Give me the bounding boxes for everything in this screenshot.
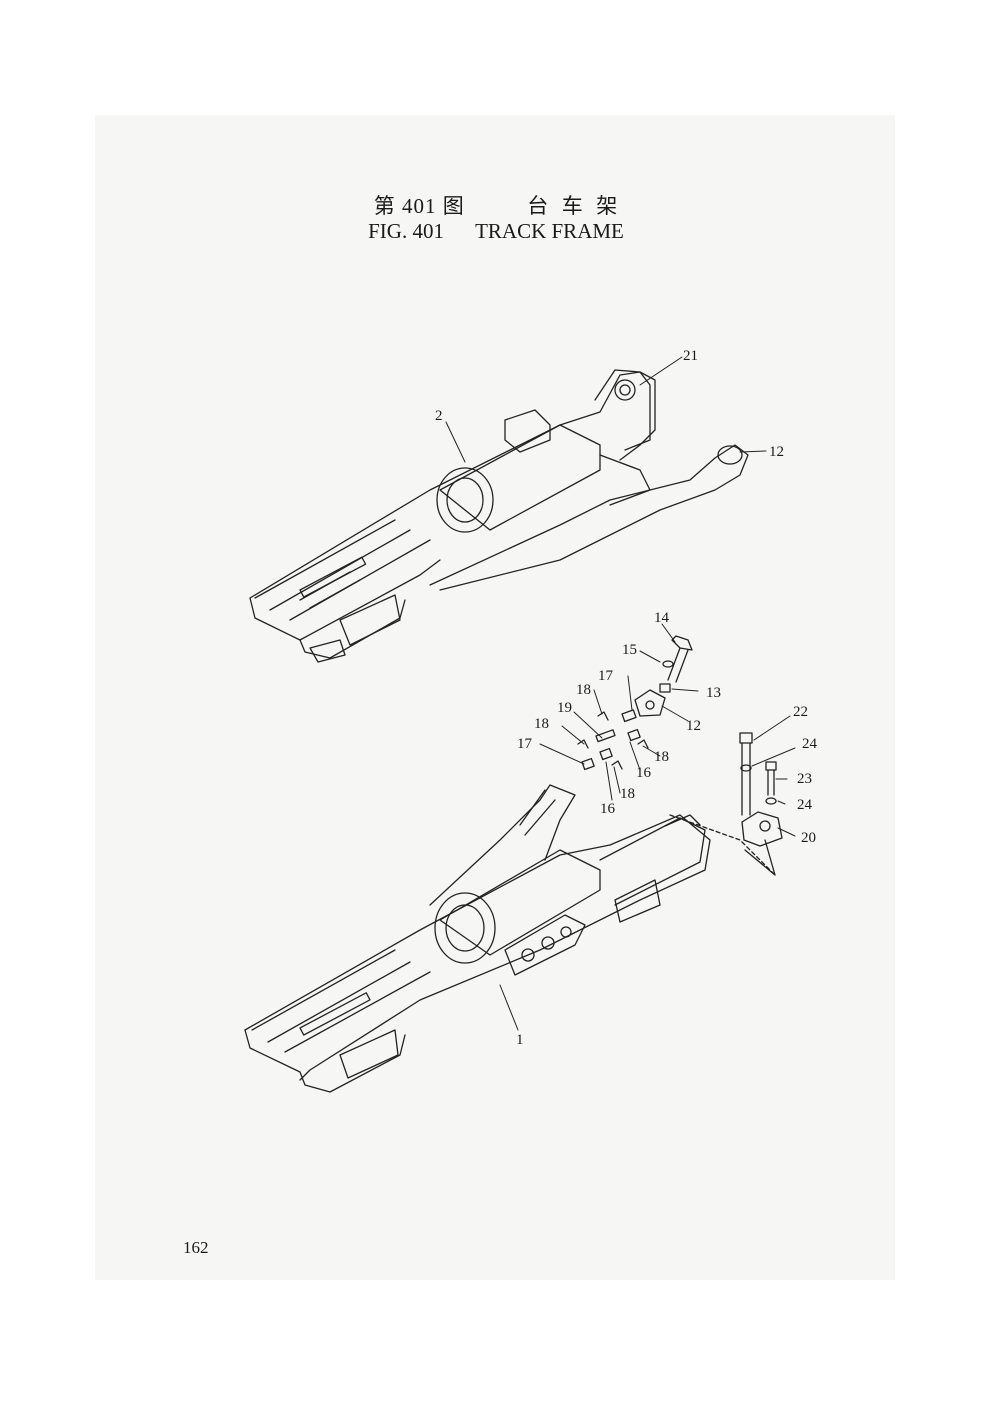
scanned-sheet xyxy=(95,115,895,1280)
callout-16-b: 16 xyxy=(600,801,616,817)
callout-labels: 21 2 12 14 15 13 17 18 12 19 18 18 17 16… xyxy=(435,348,818,1048)
callout-12-top: 12 xyxy=(769,444,784,460)
callout-1: 1 xyxy=(516,1032,524,1048)
callout-19: 19 xyxy=(557,700,572,716)
track-frame-lower xyxy=(244,784,776,1093)
callout-12-lower: 12 xyxy=(686,718,701,734)
callout-16-a: 16 xyxy=(636,765,652,781)
callout-22: 22 xyxy=(793,704,808,720)
figure-title-english: FIG. 401 TRACK FRAME xyxy=(368,219,624,243)
callout-21: 21 xyxy=(683,348,698,364)
callout-18-b: 18 xyxy=(534,716,549,732)
callout-13: 13 xyxy=(706,685,721,701)
callout-17-lower: 17 xyxy=(517,736,533,752)
exploded-parts xyxy=(577,635,783,876)
callout-20: 20 xyxy=(801,830,816,846)
callout-18-c: 18 xyxy=(654,749,669,765)
figure-title-chinese: 第 401 图 台 车 架 xyxy=(373,194,619,218)
callout-14: 14 xyxy=(654,610,670,626)
track-frame-upper xyxy=(249,369,749,663)
callout-23: 23 xyxy=(797,771,812,787)
callout-24-upper: 24 xyxy=(802,736,818,752)
callout-24-lower: 24 xyxy=(797,797,813,813)
callout-17-upper: 17 xyxy=(598,668,614,684)
callout-15: 15 xyxy=(622,642,637,658)
callout-18-a: 18 xyxy=(576,682,591,698)
callout-2: 2 xyxy=(435,408,443,424)
leader-lines xyxy=(445,356,796,1031)
page-number: 162 xyxy=(183,1238,209,1257)
callout-18-d: 18 xyxy=(620,786,635,802)
